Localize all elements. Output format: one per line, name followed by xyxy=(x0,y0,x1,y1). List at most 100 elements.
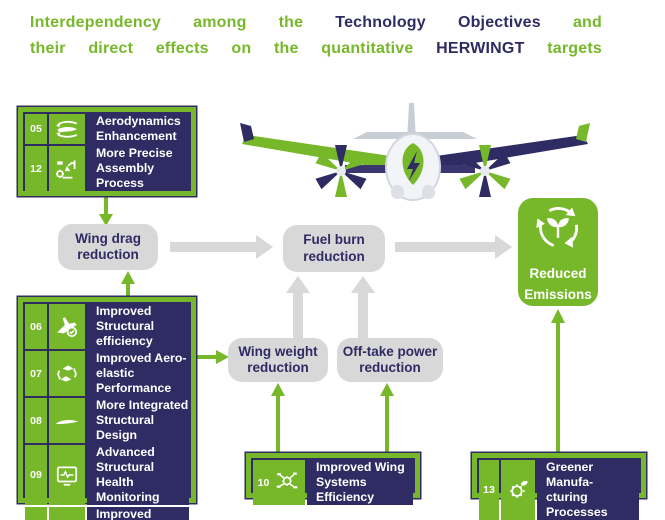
effect-wing-weight-reduction: Wing weight reduction xyxy=(228,338,328,382)
arrow-group10-to-wing-weight xyxy=(271,383,285,453)
target-reduced-emissions: Reduced Emissions xyxy=(518,198,598,306)
objective-row-08: 08 More Integrated Structural Design xyxy=(25,398,189,443)
effect-offtake-power-reduction: Off-take power reduction xyxy=(337,338,443,382)
objective-number: 11 xyxy=(25,507,47,520)
title-word: on xyxy=(231,40,252,57)
objective-label-line: elastic Performance xyxy=(96,366,172,395)
objective-label-line: Advanced Structural xyxy=(96,445,155,474)
objective-label-line: Assembly Process xyxy=(96,161,155,190)
arrow-group05-to-wing-drag xyxy=(99,196,113,226)
title-line-2: their direct effects on the quantitative HERWI… xyxy=(30,36,602,62)
title-word: targets xyxy=(547,40,602,57)
objective-number: 06 xyxy=(25,304,47,349)
aircraft-right-wing xyxy=(415,135,588,173)
aircraft-right-winglet xyxy=(576,123,590,142)
objective-row-06: 06 Improved Structural efficiency xyxy=(25,304,189,349)
title-word: direct xyxy=(88,40,134,57)
arrow-wing-drag-to-fuel-burn xyxy=(170,235,273,259)
aircraft-gear-left xyxy=(391,185,404,199)
objective-row-07: 07 Improved Aero- elastic Performance xyxy=(25,351,189,396)
title-word: Interdependency xyxy=(30,14,162,31)
objective-label-line: cturing Processes xyxy=(546,490,608,519)
objective-label-line: Health Monitoring xyxy=(96,475,160,504)
aircraft-left-propeller xyxy=(315,145,367,197)
wing-design-icon xyxy=(49,398,85,443)
title-word: the xyxy=(278,14,304,31)
target-label-line: Emissions xyxy=(524,286,592,302)
objective-label-line: efficiency xyxy=(96,334,153,348)
objective-number: 13 xyxy=(479,460,499,520)
target-label-line: Reduced xyxy=(529,266,587,282)
objective-label-line: Improved Structural xyxy=(96,304,155,333)
objective-row-12: 12 More Precise Assembly Process xyxy=(25,146,189,191)
recycling-plant-icon xyxy=(532,201,584,259)
objective-group-structural: 06 Improved Structural efficiency 07 xyxy=(18,297,196,520)
aircraft-left-wing xyxy=(242,135,411,173)
aircraft-stabilizer xyxy=(353,132,477,139)
objective-label-line: Improved Systems- xyxy=(96,507,152,520)
structural-efficiency-icon xyxy=(49,304,85,349)
title-word: and xyxy=(572,14,602,31)
aerodynamics-icon xyxy=(49,114,85,144)
objective-label-line: Greener Manufa- xyxy=(546,460,594,489)
objective-label-line: Systems Efficiency xyxy=(316,475,375,504)
effect-wing-drag-reduction: Wing drag reduction xyxy=(58,224,158,270)
objective-label-line: Structural Design xyxy=(96,413,155,442)
objective-label-line: Improved Wing xyxy=(316,460,405,474)
title-word: the xyxy=(274,40,299,57)
objective-number: 12 xyxy=(25,146,47,191)
objective-number: 05 xyxy=(25,114,47,144)
title-line-1: Interdependency among the Technology Objecti… xyxy=(30,10,602,36)
aircraft-wing-root xyxy=(345,165,475,173)
title-word: Technology xyxy=(335,14,426,31)
aircraft-bolt-logo xyxy=(407,151,420,181)
aircraft-leaf-logo xyxy=(402,143,424,185)
objective-row-10: 10 Improved Wing xyxy=(253,460,413,505)
objective-label-line: More Precise xyxy=(96,146,173,160)
title-word: quantitative xyxy=(321,40,414,57)
effect-fuel-burn-reduction: Fuel burn reduction xyxy=(283,225,385,272)
title-word: among xyxy=(193,14,247,31)
effect-label-line: reduction xyxy=(359,360,421,375)
diagram-title: Interdependency among the Technology Objecti… xyxy=(30,10,602,62)
effect-label-line: Fuel burn xyxy=(303,232,365,248)
aircraft-illustration xyxy=(240,103,590,201)
effect-label-line: Wing weight xyxy=(238,343,318,359)
title-word: HERWINGT xyxy=(436,40,525,57)
arrow-group10-to-offtake xyxy=(380,383,394,453)
aircraft-fuselage xyxy=(385,133,441,201)
objective-number: 10 xyxy=(257,476,270,489)
arrow-wing-weight-to-fuel-burn xyxy=(286,276,310,338)
title-word: Objectives xyxy=(457,14,541,31)
objective-number: 07 xyxy=(25,351,47,396)
aeroelastic-icon xyxy=(49,351,85,396)
objective-number: 08 xyxy=(25,398,47,443)
assembly-robot-icon xyxy=(49,146,85,191)
systems-integration-icon xyxy=(49,507,85,520)
aircraft-left-winglet xyxy=(240,123,254,142)
green-manufacturing-icon xyxy=(501,460,535,520)
arrow-group06-to-wing-drag xyxy=(121,271,135,297)
effect-label-line: reduction xyxy=(77,247,139,262)
title-word: their xyxy=(30,40,66,57)
objective-label-line: Improved Aero- xyxy=(96,351,187,365)
aircraft-tail-fin xyxy=(407,103,416,141)
aircraft-gear-right xyxy=(422,185,435,199)
objective-group-wing-systems: 10 Improved Wing xyxy=(246,453,420,505)
arrow-offtake-to-fuel-burn xyxy=(351,276,375,338)
objective-group-manufacturing: 13 Greener Manufa- cturing Processes xyxy=(472,453,646,520)
objective-label-line: More Integrated xyxy=(96,398,189,412)
effect-label-line: reduction xyxy=(247,360,309,375)
arrow-group13-to-target xyxy=(551,309,565,453)
arrow-fuel-burn-to-target xyxy=(395,235,512,259)
title-word: effects xyxy=(155,40,209,57)
objective-row-11: 11 Improved Systems- Structure Integrati… xyxy=(25,507,189,520)
objective-row-13: 13 Greener Manufa- cturing Processes xyxy=(479,460,639,520)
objective-label-line: Enhancement xyxy=(96,129,177,143)
objective-number: 09 xyxy=(25,445,47,505)
effect-label-line: Wing drag xyxy=(75,230,141,246)
health-monitoring-icon xyxy=(49,445,85,505)
objective-row-09: 09 Advanced Structural Health Monitoring xyxy=(25,445,189,505)
objective-row-05: 05 Aerodynamics Enhancement xyxy=(25,114,189,144)
